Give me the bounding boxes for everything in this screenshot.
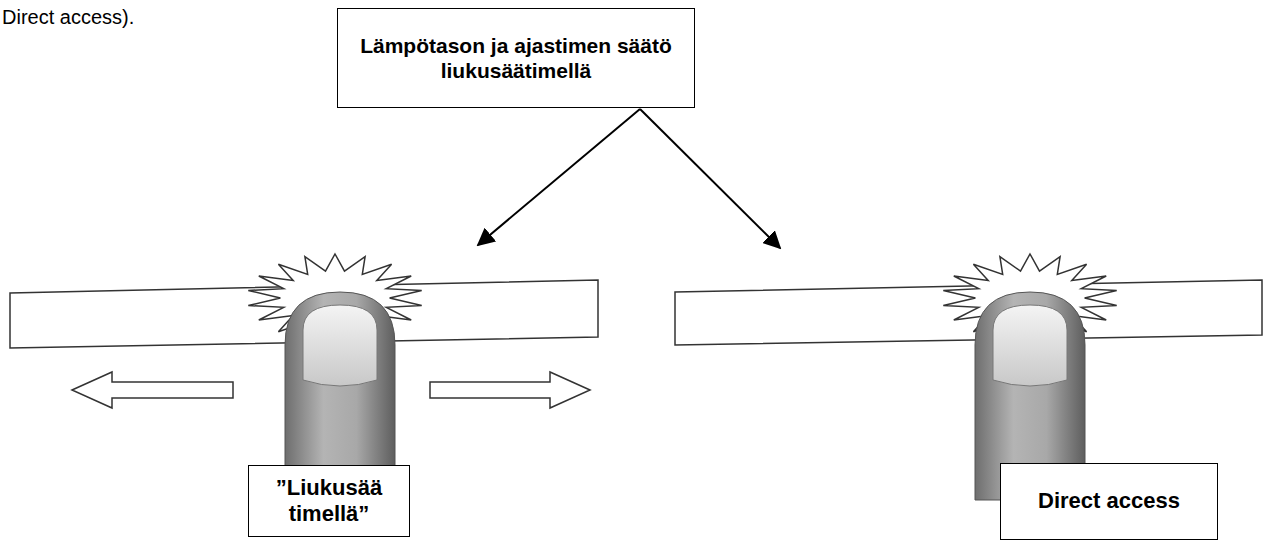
note-text: Direct access). [2,6,134,29]
title-box: Lämpötason ja ajastimen säätö liukusääti… [337,8,695,108]
slide-arrow [72,372,233,408]
box-text: ”Liukusää timellä” [257,475,401,528]
slide-arrow [430,372,590,408]
box-text: Lämpötason ja ajastimen säätö liukusääti… [346,33,686,83]
label-box: ”Liukusää timellä” [248,465,410,537]
pointer-arrow [478,109,640,245]
label-box: Direct access [1000,463,1218,540]
box-text: Direct access [1038,488,1180,514]
pointer-arrow [640,109,780,248]
